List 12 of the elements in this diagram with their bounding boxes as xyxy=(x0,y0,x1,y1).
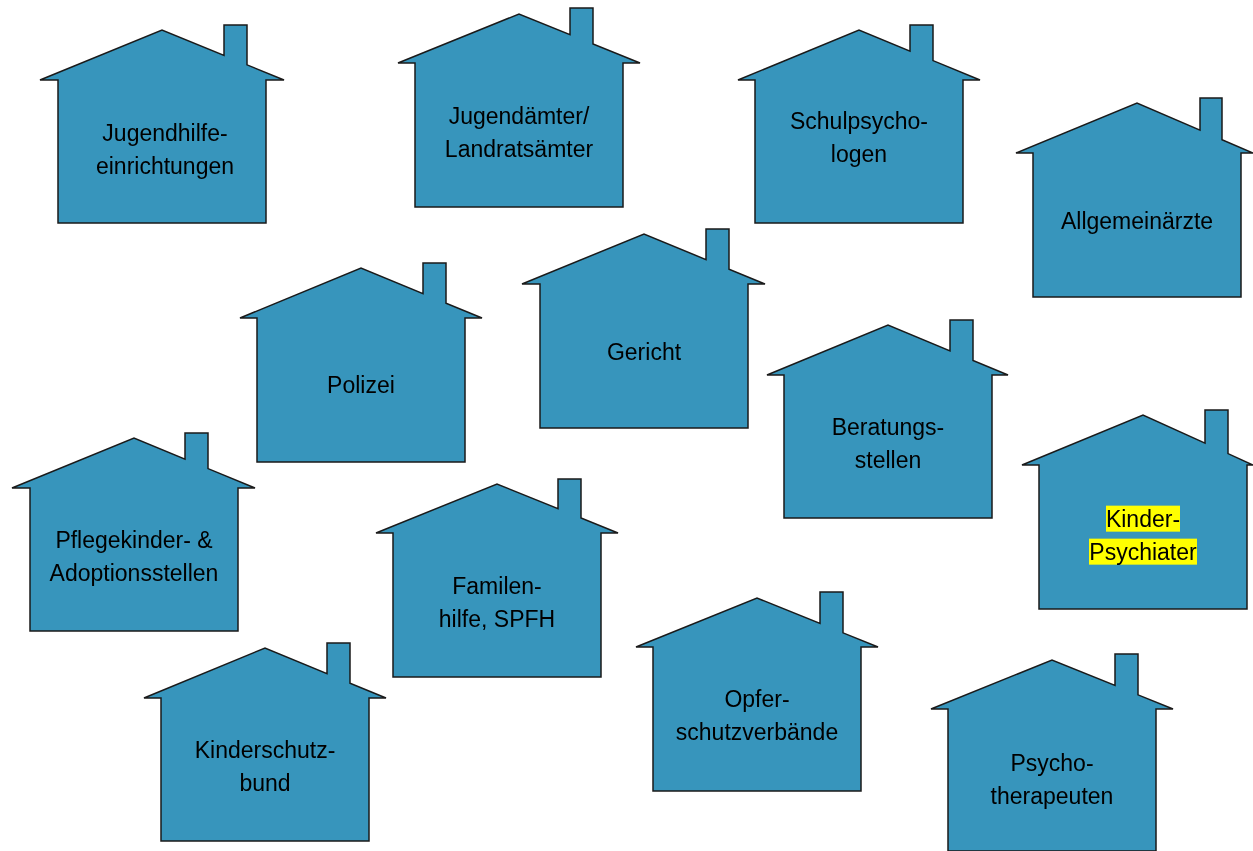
house-label: Polizei xyxy=(327,371,395,401)
house-label: Beratungs- stellen xyxy=(830,412,946,475)
house-label: Familen- hilfe, SPFH xyxy=(437,571,557,634)
house-label: Jugendhilfe- einrichtungen xyxy=(94,118,236,181)
house-label: Opfer- schutzverbände xyxy=(674,684,840,747)
house-label: Psycho- therapeuten xyxy=(989,748,1115,811)
house-label: Jugendämter/ Landratsämter xyxy=(443,101,595,164)
house-label: Gericht xyxy=(606,338,682,368)
house-label: Allgemeinärzte xyxy=(1060,207,1214,237)
house-label: Pflegekinder- & Adoptionsstellen xyxy=(48,525,220,588)
house-label: Kinderschutz- bund xyxy=(193,735,337,798)
house-label: Schulpsycho- logen xyxy=(788,106,930,169)
